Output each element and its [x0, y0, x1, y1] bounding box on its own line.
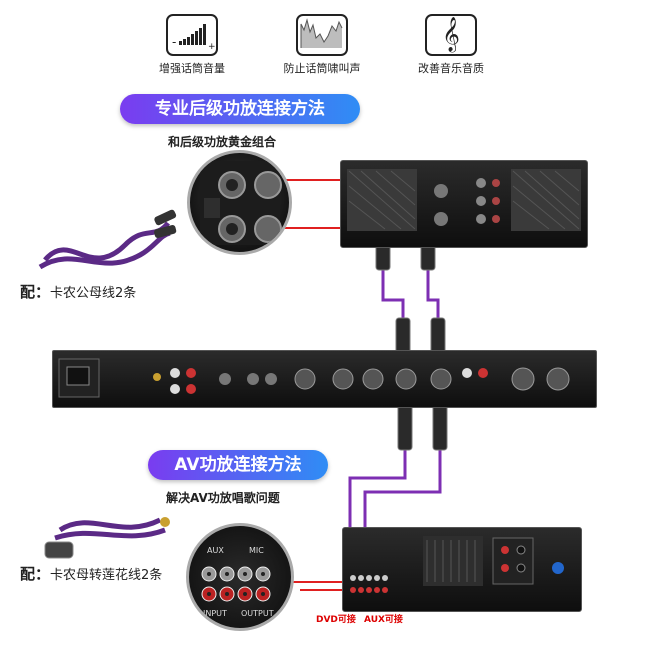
section1-title: 专业后级功放连接方法 — [155, 99, 325, 119]
feature-icon-box-2 — [296, 14, 348, 56]
section1-title-pill: 专业后级功放连接方法 — [120, 94, 360, 124]
volume-bars-icon: - + — [166, 14, 218, 56]
av-amplifier — [342, 527, 582, 612]
section1-subtitle: 和后级功放黄金组合 — [168, 135, 277, 149]
aux-tag: AUX可接 — [364, 615, 403, 625]
accessory1-text: 卡农公母线2条 — [50, 286, 137, 301]
xlr-rca-cable-accessory-image — [44, 517, 170, 559]
av-zoom-label-output: OUTPUT — [241, 609, 274, 618]
svg-text:+: + — [208, 42, 216, 52]
feature-label-2: 防止话筒啸叫声 — [283, 62, 361, 75]
purple-cable-3 — [348, 450, 407, 575]
svg-text:-: - — [172, 35, 176, 49]
feature-icon-box-1: - + — [166, 14, 218, 56]
accessory1-note: 配：卡农公母线2条 — [20, 281, 136, 302]
accessory2-prefix: 配： — [20, 565, 51, 583]
av-zoom-label-aux: AUX — [207, 546, 224, 555]
section2-title: AV功放连接方法 — [174, 455, 302, 475]
av-zoom-label-input: INPUT — [203, 609, 227, 618]
av-zoom-label-mic: MIC — [249, 546, 264, 555]
accessory2-text: 卡农母转莲花线2条 — [50, 568, 163, 583]
section2-subtitle: 解决AV功放唱歌问题 — [166, 491, 280, 505]
power-amplifier — [340, 160, 588, 248]
treble-clef-icon: 𝄞 — [425, 14, 477, 56]
xlr-cable-accessory-image — [38, 209, 177, 270]
accessory1-prefix: 配： — [20, 283, 51, 301]
feature-label-3: 改善音乐音质 — [418, 62, 484, 75]
waveform-icon — [296, 14, 348, 56]
dvd-tag: DVD可接 — [316, 615, 356, 625]
accessory2-note: 配：卡农母转莲花线2条 — [20, 563, 162, 584]
section2-title-pill: AV功放连接方法 — [148, 450, 328, 480]
feature-icon-box-3: 𝄞 — [425, 14, 477, 56]
amp-input-zoom — [187, 150, 292, 255]
av-input-zoom: AUX MIC INPUT OUTPUT — [186, 523, 294, 631]
audio-processor — [52, 350, 597, 408]
feature-label-1: 增强话筒音量 — [159, 62, 225, 75]
